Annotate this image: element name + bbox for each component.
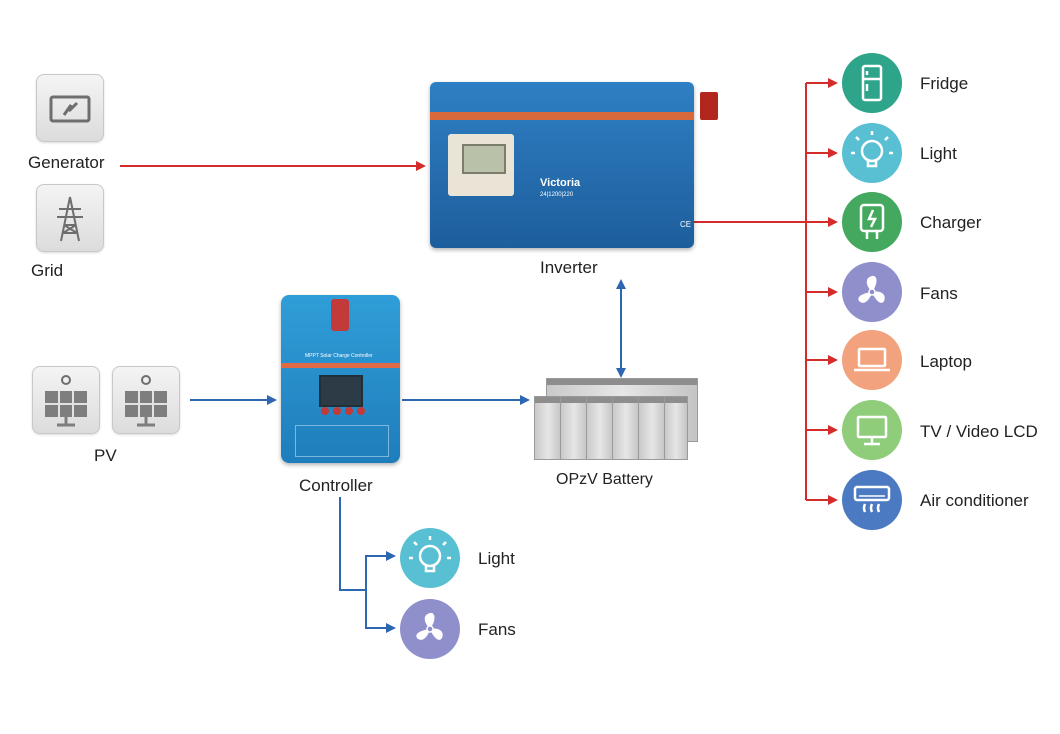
load-tv-label: TV / Video LCD <box>920 422 1038 441</box>
controller-to-fans-line <box>365 590 396 633</box>
battery-cell-4 <box>612 396 640 460</box>
inverter-stripe <box>430 112 694 120</box>
light-bulb-icon <box>409 536 451 573</box>
battery-cell-3 <box>586 396 614 460</box>
grid-label: Grid <box>31 261 64 280</box>
pv-tile-2 <box>112 366 180 434</box>
fridge-icon <box>861 64 883 102</box>
air-conditioner-icon <box>853 485 891 513</box>
fans-circle <box>842 262 902 322</box>
laptop-icon <box>854 347 890 372</box>
pv-label: PV <box>94 446 117 465</box>
battery-label: OPzV Battery <box>556 471 653 488</box>
controller-button-3 <box>345 407 353 415</box>
power-tower-icon <box>57 196 83 242</box>
fan-icon <box>416 612 443 640</box>
load-charger-label: Charger <box>920 213 982 232</box>
pv-tile-1 <box>32 366 100 434</box>
inverter-display-panel <box>448 134 514 196</box>
light-bulb-icon <box>851 131 893 168</box>
ce-mark: CE <box>680 220 692 229</box>
inverter-spec: 24|1200|220 <box>540 192 574 198</box>
solar-panel-icon <box>45 375 87 427</box>
dc-load-fans-label: Fans <box>478 620 516 639</box>
charger-circle <box>842 192 902 252</box>
dc-fans-circle <box>400 599 460 659</box>
controller-lcd <box>319 375 363 407</box>
laptop-circle <box>842 330 902 390</box>
light-circle <box>842 123 902 183</box>
controller-label-table <box>295 425 389 457</box>
fridge-circle <box>842 53 902 113</box>
battery-cell-1 <box>534 396 562 460</box>
dc-light-circle <box>400 528 460 588</box>
controller-indicator <box>331 299 349 331</box>
generator-icon <box>49 95 91 123</box>
controller-to-dc-loads-line <box>339 497 396 591</box>
charger-icon <box>859 203 885 239</box>
load-laptop-label: Laptop <box>920 352 972 371</box>
dc-load-light-label: Light <box>478 549 515 568</box>
inverter-terminal <box>700 92 718 120</box>
generator-label: Generator <box>28 153 105 172</box>
fan-icon <box>858 275 885 303</box>
controller-device: MPPT Solar Charge Controller <box>281 295 400 463</box>
controller-title: MPPT Solar Charge Controller <box>305 353 373 359</box>
grid-tile <box>36 184 104 252</box>
inverter-label: Inverter <box>540 258 598 277</box>
inverter-lcd <box>462 144 506 174</box>
load-air-conditioner-label: Air conditioner <box>920 491 1029 510</box>
battery-cell-5 <box>638 396 666 460</box>
load-fans-label: Fans <box>920 284 958 303</box>
solar-panel-icon <box>125 375 167 427</box>
tv-circle <box>842 400 902 460</box>
controller-button-2 <box>333 407 341 415</box>
generator-tile <box>36 74 104 142</box>
battery-cell-6 <box>664 396 688 460</box>
battery-cell-2 <box>560 396 588 460</box>
inverter-device: Victoria 24|1200|220 CE <box>430 82 694 248</box>
inverter-model: Victoria <box>540 177 581 189</box>
air-conditioner-circle <box>842 470 902 530</box>
monitor-icon <box>856 415 888 446</box>
load-fridge-label: Fridge <box>920 74 969 93</box>
controller-stripe <box>281 363 400 368</box>
controller-button-1 <box>321 407 329 415</box>
load-light-label: Light <box>920 144 957 163</box>
controller-button-4 <box>357 407 365 415</box>
controller-label: Controller <box>299 476 373 495</box>
